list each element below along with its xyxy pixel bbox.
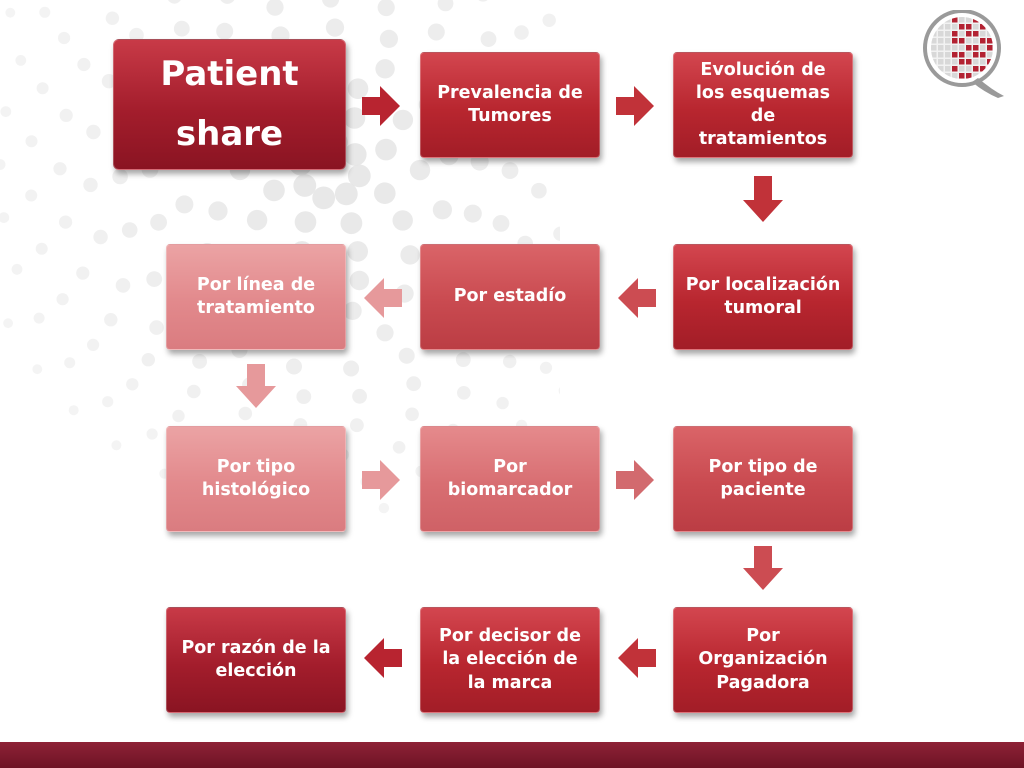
- box-decisor: Por decisor de la elección de la marca: [420, 607, 600, 713]
- arrow-down-icon: [743, 546, 783, 590]
- box-decisor-label: Por decisor de la elección de la marca: [439, 626, 581, 693]
- patient-share-line2: share: [175, 113, 284, 154]
- arrow-left-icon: [618, 638, 656, 678]
- arrow-left-icon: [364, 638, 402, 678]
- box-biomarcador-label: Por biomarcador: [447, 456, 573, 500]
- box-prevalencia: Prevalencia de Tumores: [420, 52, 600, 158]
- arrow-left-icon: [364, 278, 402, 318]
- arrow-down-icon: [236, 364, 276, 408]
- box-paciente-label: Por tipo de paciente: [708, 456, 818, 500]
- box-razon: Por razón de la elección: [166, 607, 346, 713]
- box-biomarcador: Por biomarcador: [420, 426, 600, 532]
- box-estadio: Por estadío: [420, 244, 600, 350]
- box-organizacion: Por Organización Pagadora: [673, 607, 853, 713]
- box-histologico: Por tipo histológico: [166, 426, 346, 532]
- box-estadio-label: Por estadío: [453, 286, 567, 307]
- box-localizacion-label: Por localización tumoral: [685, 274, 841, 318]
- box-organizacion-label: Por Organización Pagadora: [698, 626, 828, 693]
- arrow-right-icon: [616, 86, 654, 126]
- box-paciente: Por tipo de paciente: [673, 426, 853, 532]
- arrow-down-icon: [743, 176, 783, 222]
- box-prevalencia-label: Prevalencia de Tumores: [437, 82, 583, 126]
- box-histologico-label: Por tipo histológico: [201, 456, 311, 500]
- patient-share-line1: Patient: [160, 54, 299, 94]
- box-linea-label: Por línea de tratamiento: [196, 274, 316, 318]
- patient-share-box: Patient share: [113, 39, 346, 170]
- globe-q-logo-icon: [923, 10, 1004, 98]
- box-localizacion: Por localización tumoral: [673, 244, 853, 350]
- box-evolucion-label: Evolución de los esquemas de tratamiento…: [695, 59, 831, 150]
- arrow-left-icon: [618, 278, 656, 318]
- arrow-right-icon: [616, 460, 654, 500]
- footer-bar: [0, 742, 1024, 768]
- box-evolucion: Evolución de los esquemas de tratamiento…: [673, 52, 853, 158]
- box-linea: Por línea de tratamiento: [166, 244, 346, 350]
- box-razon-label: Por razón de la elección: [181, 637, 331, 681]
- arrow-right-icon: [362, 460, 400, 500]
- arrow-right-icon: [362, 86, 400, 126]
